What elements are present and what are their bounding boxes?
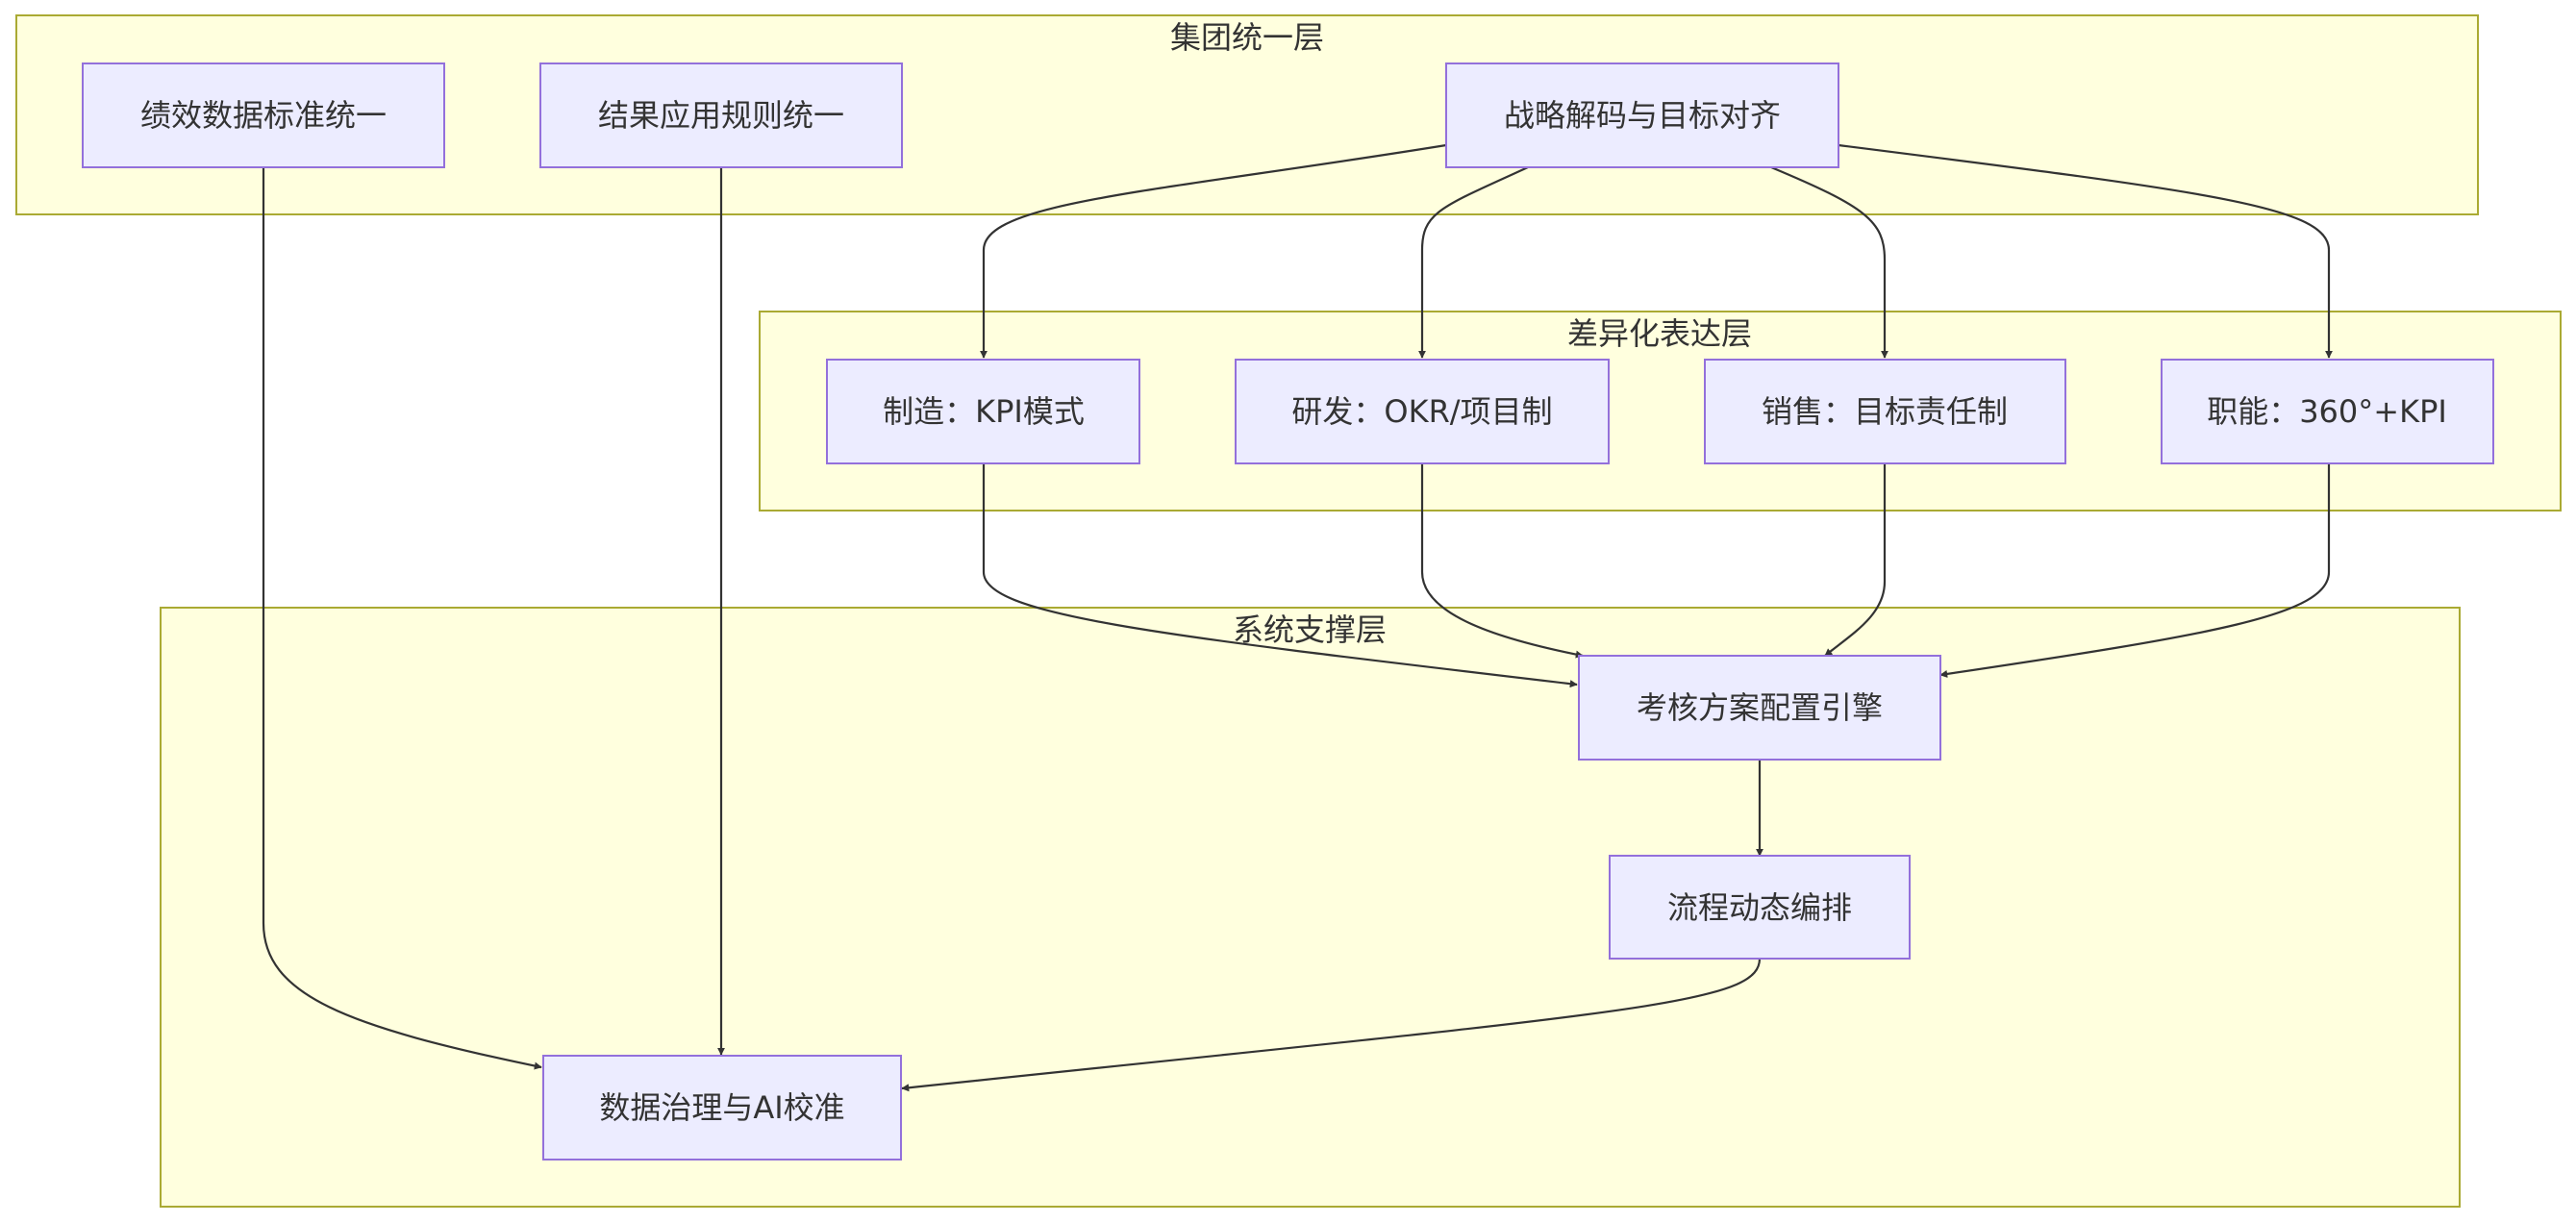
node-workflow[interactable]: 流程动态编排 bbox=[1609, 855, 1911, 960]
node-sales[interactable]: 销售：目标责任制 bbox=[1704, 359, 2066, 464]
edge-workflow-to-governance bbox=[901, 958, 1762, 1092]
cluster-differentiated-expression-layer-label: 差异化表达层 bbox=[1567, 315, 1752, 352]
node-config-engine-label: 考核方案配置引擎 bbox=[1637, 689, 1883, 726]
node-data-governance-label: 数据治理与AI校准 bbox=[599, 1089, 844, 1126]
edge-strategy-to-sales bbox=[1770, 165, 1888, 359]
node-functions[interactable]: 职能：360°+KPI bbox=[2161, 359, 2494, 464]
node-workflow-label: 流程动态编排 bbox=[1667, 889, 1852, 926]
node-sales-label: 销售：目标责任制 bbox=[1762, 393, 2008, 430]
node-strategy-alignment-label: 战略解码与目标对齐 bbox=[1504, 97, 1781, 134]
cluster-system-support-layer-label: 系统支撑层 bbox=[1233, 612, 1387, 648]
node-manufacturing[interactable]: 制造：KPI模式 bbox=[826, 359, 1140, 464]
node-functions-label: 职能：360°+KPI bbox=[2207, 393, 2447, 430]
cluster-group-unified-layer-label: 集团统一层 bbox=[1170, 19, 1324, 56]
edges bbox=[262, 143, 2333, 1092]
node-perf-data-standard-label: 绩效数据标准统一 bbox=[140, 97, 387, 134]
edge-functions-to-engine bbox=[1939, 464, 2331, 678]
edge-sales-to-engine bbox=[1824, 464, 1887, 657]
node-manufacturing-label: 制造：KPI模式 bbox=[883, 393, 1085, 430]
node-result-rules[interactable]: 结果应用规则统一 bbox=[539, 62, 903, 168]
node-data-governance[interactable]: 数据治理与AI校准 bbox=[542, 1055, 902, 1161]
node-result-rules-label: 结果应用规则统一 bbox=[598, 97, 844, 134]
edge-manufacturing-to-engine bbox=[982, 464, 1578, 688]
node-rnd[interactable]: 研发：OKR/项目制 bbox=[1235, 359, 1610, 464]
edge-perf-data-to-governance bbox=[262, 167, 542, 1070]
cluster-system-support-layer: 系统支撑层 bbox=[160, 607, 2461, 1208]
edge-strategy-to-rnd bbox=[1418, 166, 1529, 359]
node-rnd-label: 研发：OKR/项目制 bbox=[1291, 393, 1552, 430]
node-perf-data-standard[interactable]: 绩效数据标准统一 bbox=[82, 62, 445, 168]
edge-strategy-to-functions bbox=[1838, 143, 2333, 359]
node-strategy-alignment[interactable]: 战略解码与目标对齐 bbox=[1445, 62, 1839, 168]
node-config-engine[interactable]: 考核方案配置引擎 bbox=[1578, 655, 1941, 761]
edge-strategy-to-manufacturing bbox=[980, 143, 1447, 359]
edge-rnd-to-engine bbox=[1420, 464, 1584, 659]
